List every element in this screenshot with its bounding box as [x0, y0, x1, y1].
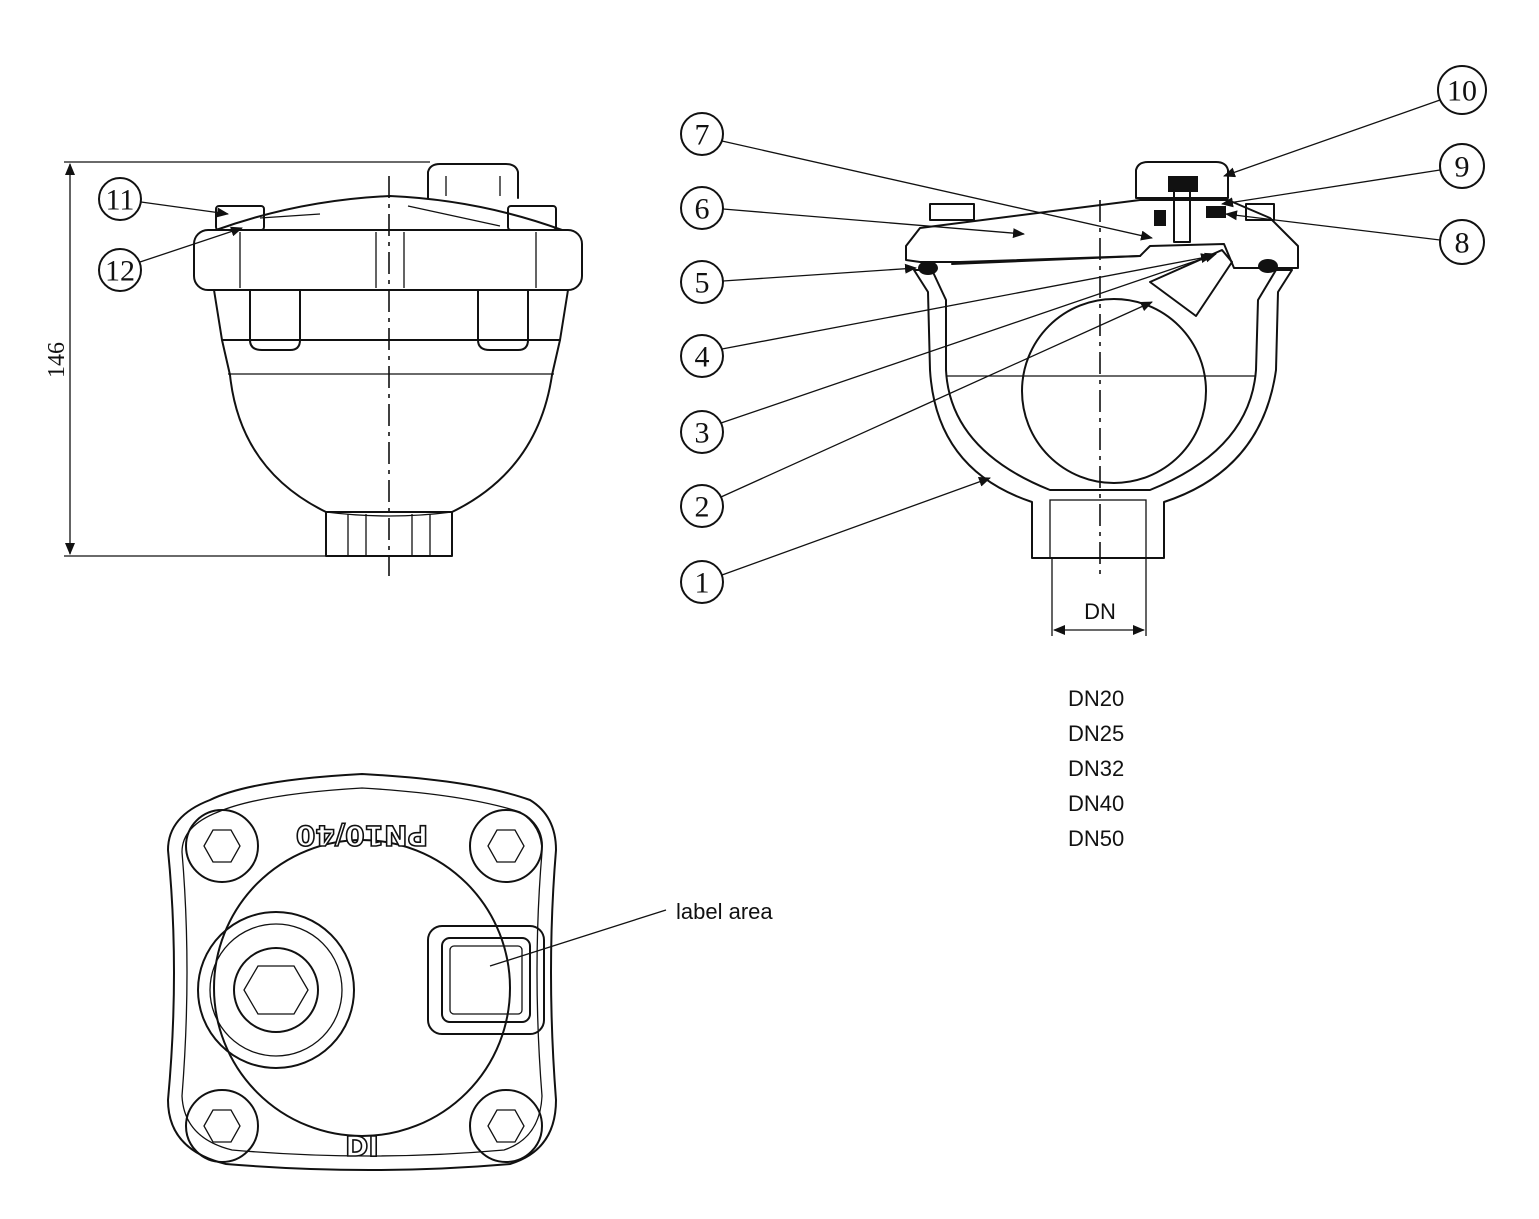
part-number-1: 1 [695, 567, 710, 600]
pressure-rating-mark: PN10/40 [296, 819, 428, 852]
part-number-10: 10 [1447, 75, 1477, 108]
dn-dimension-label: DN [1084, 599, 1116, 624]
part-number-6: 6 [695, 193, 710, 226]
material-mark: DI [345, 1130, 379, 1163]
part-number-8: 8 [1455, 227, 1470, 260]
dn-size-item: DN40 [1068, 791, 1124, 816]
dn-size-item: DN32 [1068, 756, 1124, 781]
dn-size-item: DN25 [1068, 721, 1124, 746]
dn-size-list: DN20 DN25 DN32 DN40 DN50 [1068, 686, 1124, 851]
label-area-text: label area [676, 899, 773, 924]
part-number-5: 5 [695, 267, 710, 300]
top-view: PN10/40 DI label area [167, 773, 773, 1171]
part-number-11: 11 [106, 184, 135, 217]
part-number-4: 4 [695, 341, 710, 374]
front-view: 146 11 12 [44, 161, 583, 576]
part-number-3: 3 [695, 417, 710, 450]
part-number-12: 12 [105, 255, 135, 288]
part-number-7: 7 [695, 119, 710, 152]
section-view: DN 7 6 5 4 3 2 1 10 9 8 [680, 65, 1487, 636]
part-number-2: 2 [695, 491, 710, 524]
dn-size-item: DN50 [1068, 826, 1124, 851]
part-number-9: 9 [1455, 151, 1470, 184]
height-dimension-label: 146 [44, 342, 70, 378]
dn-size-item: DN20 [1068, 686, 1124, 711]
